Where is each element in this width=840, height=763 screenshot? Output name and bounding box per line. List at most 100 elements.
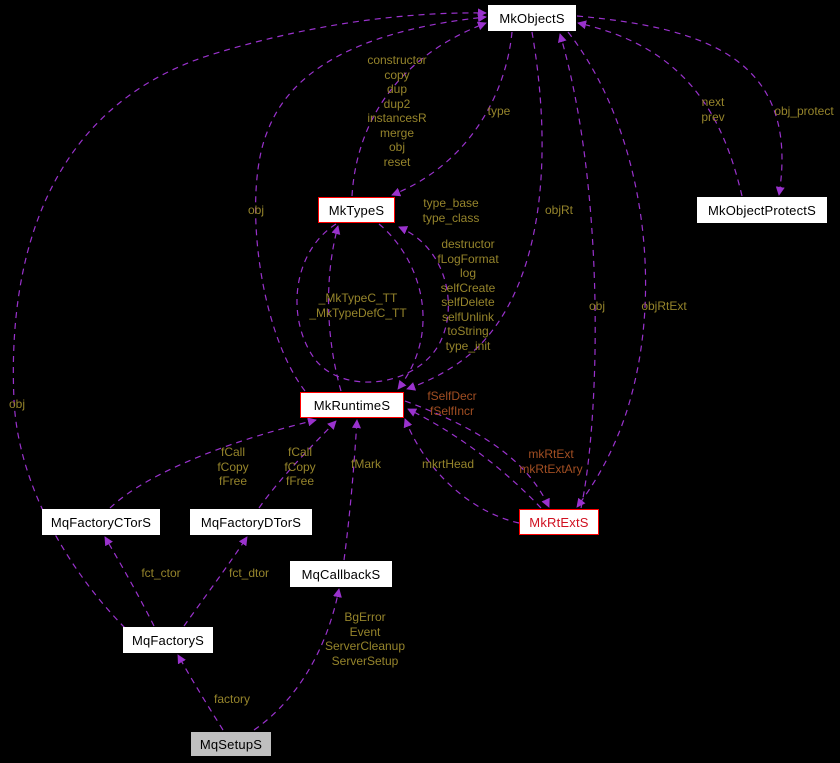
edge-label-mkrtHead: mkrtHead xyxy=(422,457,474,472)
edge-label-line: ServerSetup xyxy=(331,653,399,668)
edge-label-factory: factory xyxy=(214,692,250,707)
node-mqfactoryctors[interactable]: MqFactoryCTorS xyxy=(42,509,160,535)
edge-label-line: type xyxy=(487,104,511,118)
edge-label-line: fCall xyxy=(220,445,246,459)
edge-label-line: copy xyxy=(384,67,410,82)
edge-label-line: fMark xyxy=(351,457,381,471)
edge-label-line: Event xyxy=(349,624,381,639)
edge-label-line: factory xyxy=(213,692,251,706)
edge-label-line: fLogFormat xyxy=(437,251,499,266)
edge-mqcallbacks-to-mkruntimes xyxy=(343,419,361,561)
edge-mkrtexts-to-mkobjects xyxy=(557,33,596,509)
edge-mqfactoryctors-to-mkruntimes xyxy=(109,417,317,509)
edge-label-line: constructor xyxy=(367,53,427,67)
edge-label-line: dup2 xyxy=(383,96,411,111)
edge-label-line: destructor xyxy=(441,237,495,251)
edge-mkruntimes-to-mkrtexts xyxy=(404,400,550,508)
edge-label-line: obj xyxy=(388,140,405,154)
edge-label-fct-ctor: fct_ctor xyxy=(141,566,180,581)
edge-mkruntimes-to-mktypes xyxy=(327,225,342,392)
edge-label-obj-far-left: obj xyxy=(9,397,25,412)
edge-label-line: merge xyxy=(379,125,414,140)
edge-label-line: type_base xyxy=(423,196,479,210)
edge-mktypes-to-mkobjects xyxy=(351,21,487,197)
edge-mkrtexts-to-mkruntimes-lower xyxy=(403,418,520,524)
edge-mkobjects-to-mktypes xyxy=(391,31,513,197)
node-mktypes[interactable]: MkTypeS xyxy=(318,197,395,223)
node-mqfactorys[interactable]: MqFactoryS xyxy=(123,627,213,653)
edge-mqfactorys-to-mkobjects xyxy=(12,8,487,629)
edge-label-line: mkRtExt xyxy=(528,447,574,461)
edge-label-line: fCopy xyxy=(284,459,316,474)
node-mqsetups: MqSetupS xyxy=(190,731,272,757)
node-mkobjectprotects[interactable]: MkObjectProtectS xyxy=(697,197,827,223)
node-mkrtexts[interactable]: MkRtExtS xyxy=(519,509,599,535)
edge-label-line: ServerCleanup xyxy=(324,639,406,653)
edge-label-fct-dtor: fct_dtor xyxy=(229,566,269,581)
node-mkobjects[interactable]: MkObjectS xyxy=(488,5,576,31)
edge-label-line: obj xyxy=(247,203,265,217)
edge-label-line: selfDelete xyxy=(441,295,495,309)
edge-label-type: type xyxy=(488,104,511,119)
edge-label-objRt: objRt xyxy=(545,203,573,218)
edge-label-line: log xyxy=(459,266,477,280)
edge-label-line: mkRtExtAry xyxy=(519,461,583,476)
edge-label-line: obj_protect xyxy=(774,104,834,118)
edge-label-line: type_init xyxy=(445,338,491,353)
edge-label-line: reset xyxy=(383,154,411,169)
edge-label-line: dup xyxy=(386,82,408,96)
edge-label-line: selfUnlink xyxy=(441,309,495,324)
edge-mktypes-to-mkruntimes xyxy=(378,223,424,390)
node-mqcallbacks[interactable]: MqCallbackS xyxy=(290,561,392,587)
edge-mkobjects-to-mkrtexts xyxy=(567,31,647,508)
node-mkruntimes[interactable]: MkRuntimeS xyxy=(300,392,404,418)
edge-mkrtexts-to-mkruntimes-upper xyxy=(407,408,542,509)
edge-label-fMark: fMark xyxy=(351,457,381,472)
edge-mqsetups-to-mqcallbacks xyxy=(253,588,342,731)
edge-label-line: fct_dtor xyxy=(228,566,270,580)
edge-mkobjects-to-mkobjectprotects xyxy=(576,15,785,196)
edge-label-line: objRt xyxy=(544,203,574,217)
edge-label-obj-protect: obj_protect xyxy=(774,104,833,119)
node-mqfactorydtors[interactable]: MqFactoryDTorS xyxy=(190,509,312,535)
edge-label-line: fct_ctor xyxy=(141,566,181,580)
edge-mqsetups-to-mqfactorys xyxy=(177,654,224,731)
edge-mkobjects-to-mkruntimes xyxy=(406,31,543,391)
edge-label-line: fCopy xyxy=(217,459,249,474)
edge-label-line: BgError xyxy=(344,610,386,624)
edge-label-line: objRtExt xyxy=(641,299,687,313)
edge-label-line: fCall xyxy=(287,445,313,459)
edge-mkobjectprotects-to-mkobjects xyxy=(577,20,743,197)
edge-label-line: toString xyxy=(447,324,489,338)
edge-label-line: type_class xyxy=(422,210,480,225)
edge-label-line: _MkTypeC_TT xyxy=(318,291,398,305)
edge-label-obj-right: obj xyxy=(589,299,605,314)
edge-label-line: selfCreate xyxy=(440,280,496,295)
edge-label-objRtExt: objRtExt xyxy=(641,299,686,314)
edge-mqfactorys-to-mqfactorydtors xyxy=(183,536,248,627)
edge-label-line: prev xyxy=(701,109,725,124)
edge-label-line: _MkTypeDefC_TT xyxy=(309,305,407,320)
edge-label-line: obj xyxy=(588,299,606,313)
edge-label-line: obj xyxy=(8,397,26,411)
edge-label-line: instancesR xyxy=(367,111,427,125)
edge-label-line: fFree xyxy=(218,474,248,488)
edge-label-obj-left: obj xyxy=(248,203,264,218)
edge-mqfactorys-to-mqfactoryctors xyxy=(104,536,155,627)
edge-label-line: next xyxy=(701,95,725,109)
edge-label-line: fFree xyxy=(285,474,315,488)
edge-label-line: mkrtHead xyxy=(421,457,475,471)
edge-label-line: fSelfIncr xyxy=(429,403,475,418)
edge-label-line: fSelfDecr xyxy=(427,389,477,403)
